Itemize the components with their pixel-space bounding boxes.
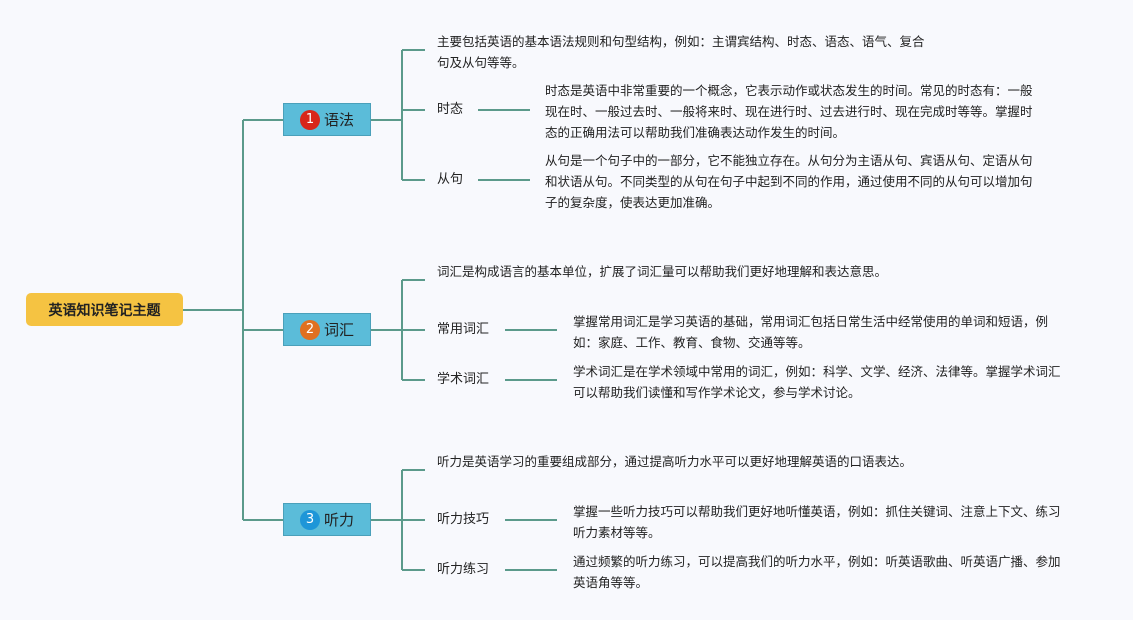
topic-label: 词汇 — [323, 321, 354, 339]
root-topic[interactable]: 英语知识笔记主题 — [26, 293, 183, 326]
clause-detail[interactable]: 从句是一个句子中的一部分，它不能独立存在。从句分为主语从句、宾语从句、定语从句和… — [545, 153, 1033, 210]
listening-description[interactable]: 听力是英语学习的重要组成部分，通过提高听力水平可以更好地理解英语的口语表达。 — [437, 454, 913, 469]
topic-grammar[interactable]: 1 语法 — [283, 103, 371, 136]
topic-listening[interactable]: 3 听力 — [283, 503, 371, 536]
topic-label: 听力 — [323, 511, 354, 529]
tense-detail[interactable]: 时态是英语中非常重要的一个概念，它表示动作或状态发生的时间。常见的时态有：一般现… — [545, 83, 1033, 140]
subtopic-listening-skills[interactable]: 听力技巧 — [437, 512, 490, 527]
vocabulary-description[interactable]: 词汇是构成语言的基本单位，扩展了词汇量可以帮助我们更好地理解和表达意思。 — [437, 264, 888, 279]
number-badge-icon: 2 — [299, 319, 320, 340]
number-badge-icon: 3 — [299, 509, 320, 530]
topic-label: 语法 — [323, 111, 354, 129]
common-words-detail[interactable]: 掌握常用词汇是学习英语的基础，常用词汇包括日常生活中经常使用的单词和短语，例如：… — [573, 314, 1049, 350]
subtopic-tense[interactable]: 时态 — [437, 102, 464, 117]
grammar-description[interactable]: 主要包括英语的基本语法规则和句型结构，例如：主谓宾结构、时态、语态、语气、复合句… — [437, 34, 925, 70]
subtopic-common-words[interactable]: 常用词汇 — [437, 322, 490, 337]
subtopic-clause[interactable]: 从句 — [437, 172, 464, 187]
number-badge-icon: 1 — [299, 109, 320, 130]
topic-vocabulary[interactable]: 2 词汇 — [283, 313, 371, 346]
subtopic-academic-words[interactable]: 学术词汇 — [437, 372, 490, 387]
listening-practice-detail[interactable]: 通过频繁的听力练习，可以提高我们的听力水平，例如：听英语歌曲、听英语广播、参加英… — [573, 554, 1061, 590]
root-label: 英语知识笔记主题 — [48, 302, 161, 319]
academic-words-detail[interactable]: 学术词汇是在学术领域中常用的词汇，例如：科学、文学、经济、法律等。掌握学术词汇可… — [573, 364, 1061, 400]
listening-skills-detail[interactable]: 掌握一些听力技巧可以帮助我们更好地听懂英语，例如：抓住关键词、注意上下文、练习听… — [573, 504, 1061, 540]
subtopic-listening-practice[interactable]: 听力练习 — [437, 562, 490, 577]
